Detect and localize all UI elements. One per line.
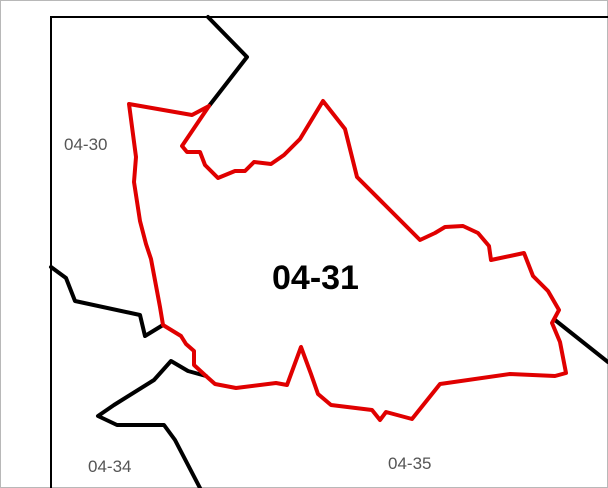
district-boundary-west bbox=[49, 265, 165, 338]
district-label-04-30: 04-30 bbox=[64, 135, 108, 154]
district-boundary-north bbox=[206, 15, 249, 108]
map-frame-border bbox=[50, 16, 608, 488]
district-boundary-east bbox=[553, 318, 608, 364]
district-label-04-35: 04-35 bbox=[388, 454, 432, 473]
focus-district-label: 04-31 bbox=[272, 259, 359, 297]
district-label-04-34: 04-34 bbox=[88, 457, 132, 476]
district-boundary-southwest bbox=[96, 359, 208, 488]
focus-district-outline bbox=[127, 99, 568, 422]
